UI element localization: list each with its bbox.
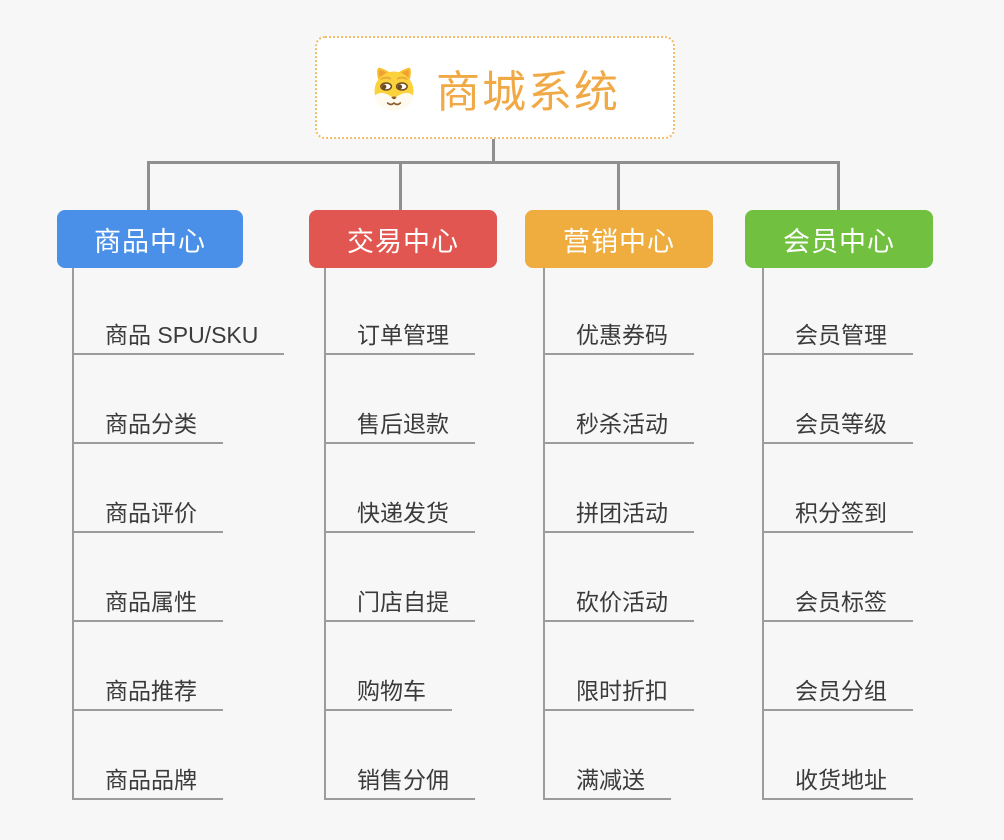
leaf-node[interactable]: 商品分类 <box>72 406 223 444</box>
leaf-node[interactable]: 会员等级 <box>762 406 913 444</box>
leaf-node[interactable]: 商品推荐 <box>72 673 223 711</box>
branch-spine-4 <box>762 268 764 800</box>
leaf-node[interactable]: 收货地址 <box>762 762 913 800</box>
leaf-node[interactable]: 商品 SPU/SKU <box>72 317 285 355</box>
branch-drop-line-3 <box>617 163 620 210</box>
branch-node-product-center[interactable]: 商品中心 <box>57 210 243 268</box>
branch-drop-line-4 <box>837 163 840 210</box>
leaf-node[interactable]: 商品评价 <box>72 495 223 533</box>
leaf-node[interactable]: 限时折扣 <box>543 673 694 711</box>
branch-spine-2 <box>324 268 326 800</box>
leaf-node[interactable]: 拼团活动 <box>543 495 694 533</box>
leaf-node[interactable]: 商品属性 <box>72 584 223 622</box>
leaf-node[interactable]: 满减送 <box>543 762 671 800</box>
leaf-node[interactable]: 订单管理 <box>324 317 475 355</box>
branch-drop-line-1 <box>147 163 150 210</box>
branch-drop-line-2 <box>399 163 402 210</box>
root-drop-line <box>492 139 495 163</box>
leaf-node[interactable]: 优惠券码 <box>543 317 694 355</box>
root-title: 商城系统 <box>436 67 620 117</box>
leaf-node[interactable]: 购物车 <box>324 673 452 711</box>
branch-spine-1 <box>72 268 74 800</box>
leaf-node[interactable]: 会员管理 <box>762 317 913 355</box>
leaf-node[interactable]: 会员标签 <box>762 584 913 622</box>
branch-node-trade-center[interactable]: 交易中心 <box>309 210 497 268</box>
leaf-node[interactable]: 商品品牌 <box>72 762 223 800</box>
leaf-node[interactable]: 积分签到 <box>762 495 913 533</box>
leaf-node[interactable]: 售后退款 <box>324 406 475 444</box>
branch-bus-line <box>147 161 840 164</box>
branch-node-marketing-center[interactable]: 营销中心 <box>525 210 713 268</box>
leaf-node[interactable]: 快递发货 <box>324 495 475 533</box>
branch-node-member-center[interactable]: 会员中心 <box>745 210 933 268</box>
branch-spine-3 <box>543 268 545 800</box>
leaf-node[interactable]: 会员分组 <box>762 673 913 711</box>
root-node[interactable]: 商城系统 <box>315 36 675 139</box>
leaf-node[interactable]: 销售分佣 <box>324 762 475 800</box>
leaf-node[interactable]: 门店自提 <box>324 584 475 622</box>
leaf-node[interactable]: 秒杀活动 <box>543 406 694 444</box>
leaf-node[interactable]: 砍价活动 <box>543 584 694 622</box>
shiba-dog-icon <box>374 67 414 110</box>
